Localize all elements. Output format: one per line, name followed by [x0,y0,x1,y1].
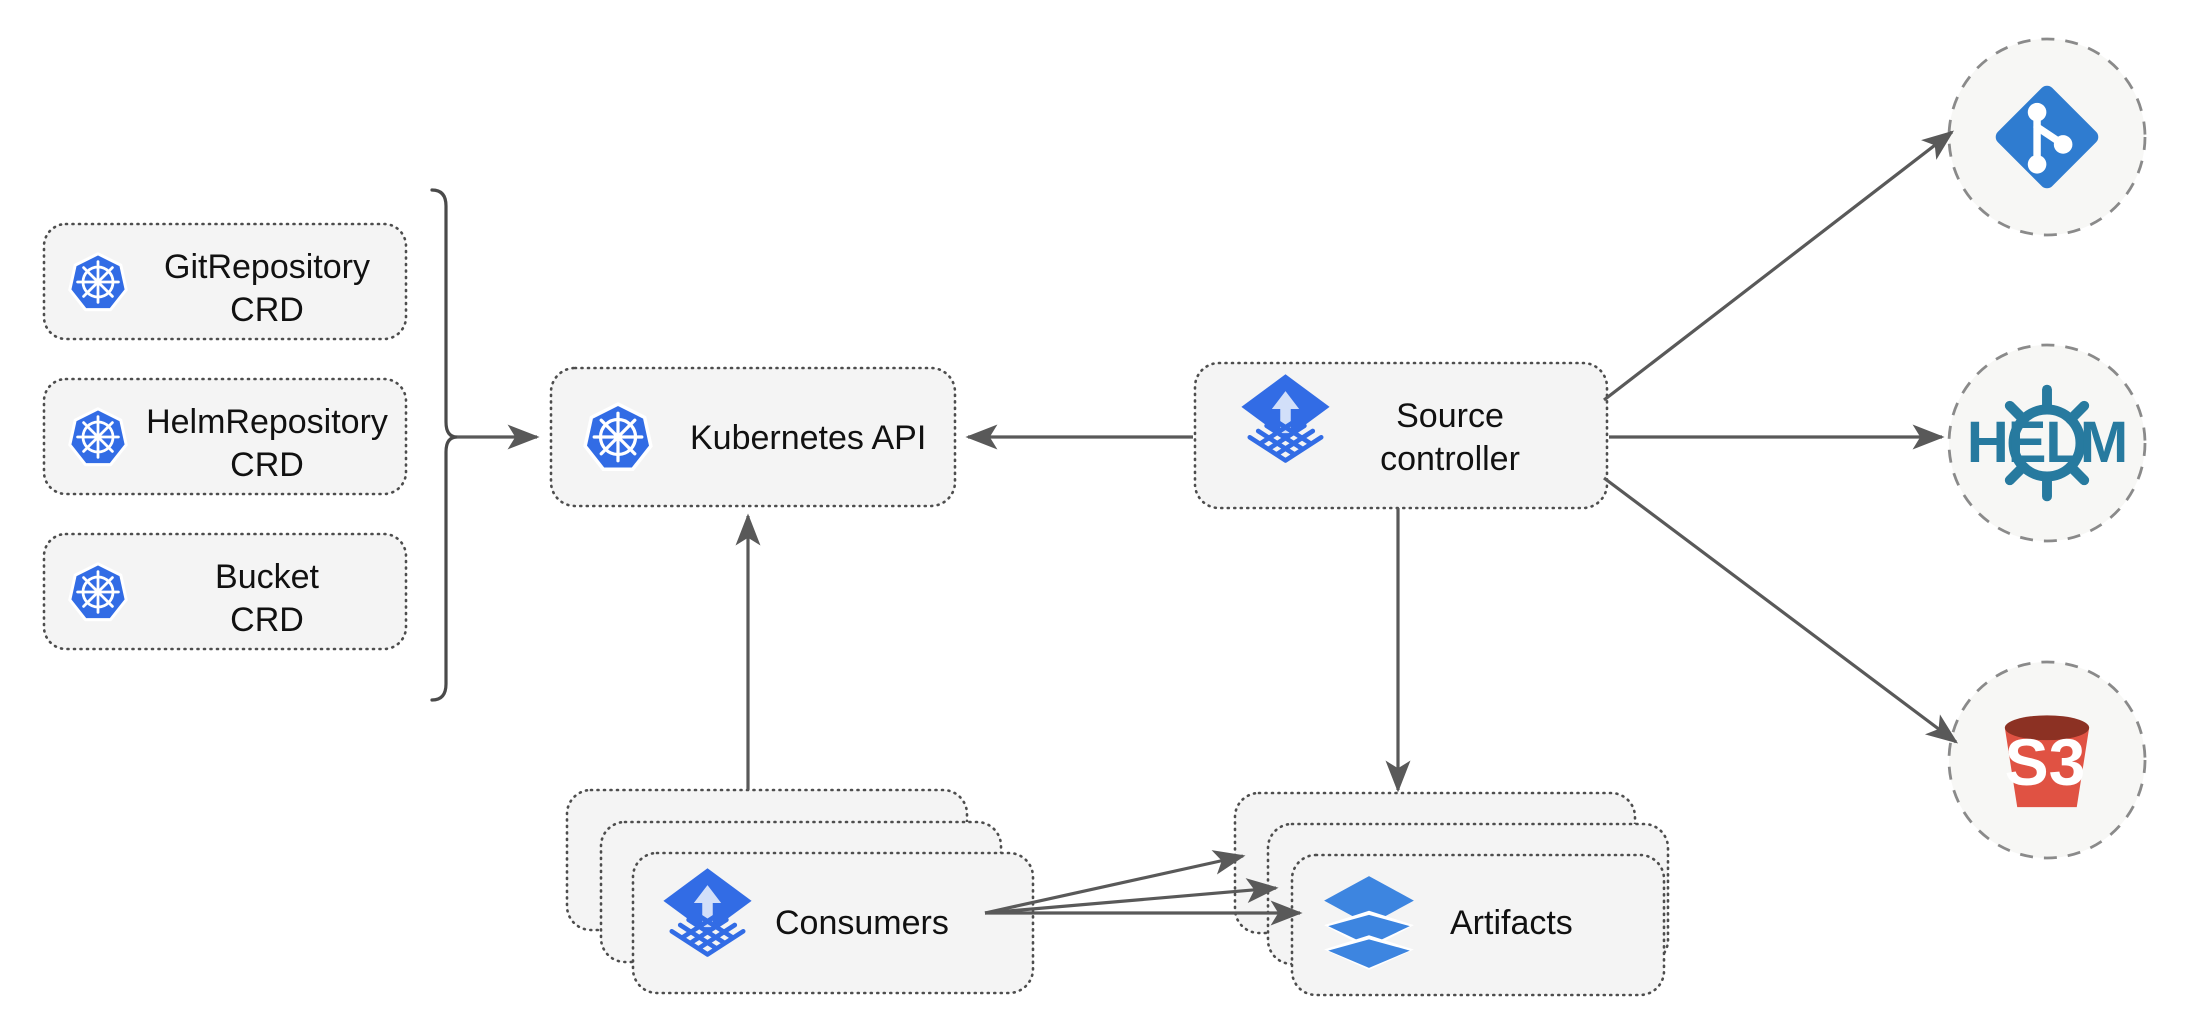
edge-source-controller-to-git [1603,130,1955,402]
edge-consumers-to-artifacts-back [984,850,1246,915]
node-kubernetes-api[interactable]: Kubernetes API [549,366,957,508]
node-consumers[interactable]: Consumers [565,788,1035,995]
edge-source-controller-to-s3 [1603,476,1959,744]
crd-label-line1: GitRepository [164,248,370,286]
s3-label: S3 [2005,725,2086,799]
endpoint-git[interactable] [1947,37,2147,237]
kubernetes-icon [68,407,128,467]
edge-consumers-to-artifacts-mid [984,878,1279,915]
source-controller-label-line2: controller [1380,440,1520,478]
crd-group-bracket [430,188,459,702]
crd-label-line2: CRD [230,291,304,329]
node-source-controller[interactable]: Source controller [1193,361,1609,510]
endpoint-s3[interactable]: S3 [1947,660,2147,860]
source-controller-label-line1: Source [1396,397,1504,435]
node-artifacts[interactable]: Artifacts [1233,791,1670,997]
crd-label-line1: Bucket [215,558,319,596]
kubernetes-icon [583,402,653,471]
endpoint-helm[interactable]: HELM [1947,343,2147,543]
artifacts-label: Artifacts [1450,904,1573,942]
helm-label: HELM [1967,410,2127,475]
kubernetes-api-label: Kubernetes API [690,419,926,457]
consumers-label: Consumers [775,904,949,942]
crd-group: GitRepository CRD HelmRepository CRD Buc… [42,222,408,651]
crd-label-line2: CRD [230,446,304,484]
crd-label-line1: HelmRepository [146,403,388,441]
crd-box-helmrepository[interactable]: HelmRepository CRD [42,377,408,496]
crd-label-line2: CRD [230,601,304,639]
kubernetes-icon [68,562,128,622]
kubernetes-icon [68,252,128,312]
crd-box-gitrepository[interactable]: GitRepository CRD [42,222,408,341]
crd-box-bucket[interactable]: Bucket CRD [42,532,408,651]
